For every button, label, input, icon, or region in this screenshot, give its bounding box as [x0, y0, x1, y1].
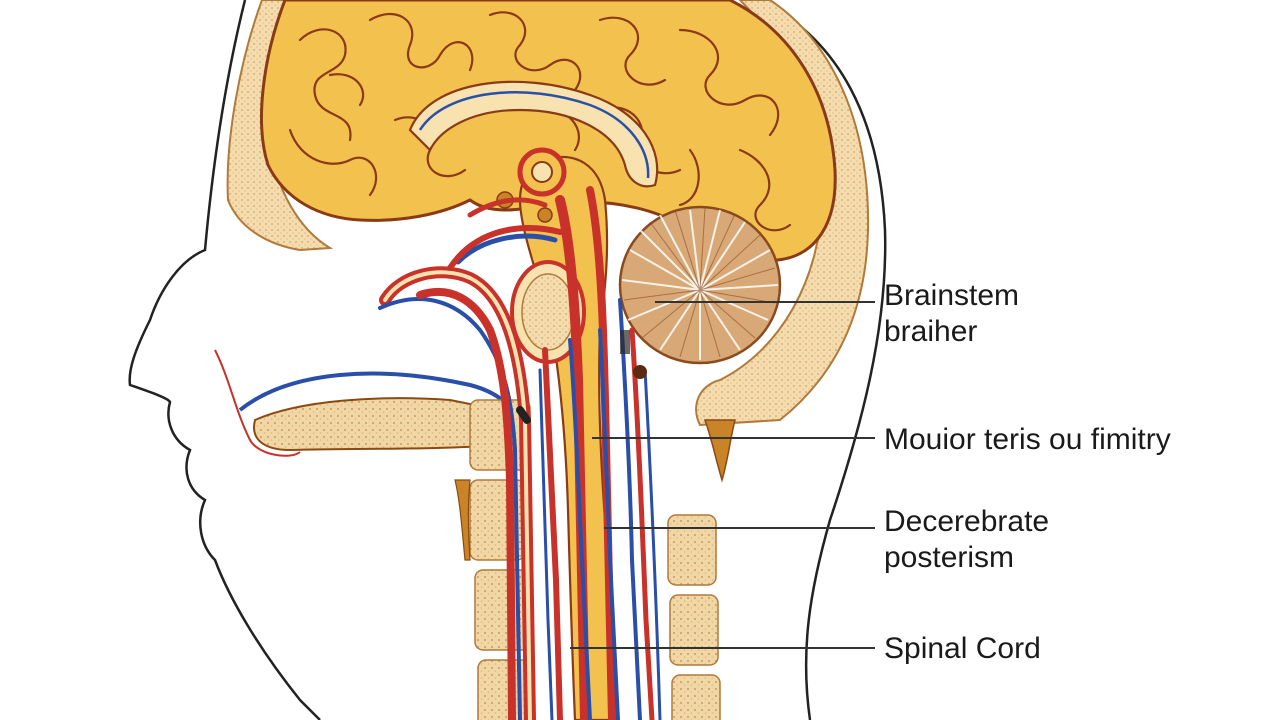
label-motor-line1: Mouior teris ou fimitry — [884, 423, 1171, 456]
head-outline — [128, 0, 321, 720]
cerebellum — [618, 205, 782, 365]
label-brainstem-line2: braiher — [884, 315, 978, 348]
callosal-vessel — [418, 91, 650, 179]
vessels — [378, 186, 662, 720]
hard-palate — [253, 397, 502, 452]
label-brainstem-line1: Brainstem — [884, 279, 1020, 312]
label-decerebrate: Decerebrate posterism — [884, 504, 1049, 576]
skull-base-drip — [703, 419, 736, 483]
label-decerebrate-line2: posterism — [884, 541, 1015, 574]
label-spinal-cord: Spinal Cord — [884, 631, 1041, 667]
label-brainstem: Brainstem braiher — [884, 278, 1019, 350]
label-spinal-cord-line1: Spinal Cord — [884, 632, 1041, 665]
nasal-floor — [214, 349, 301, 457]
back-head-outline — [759, 0, 887, 720]
leader-lines — [570, 301, 875, 649]
nasal-vessel — [238, 371, 517, 414]
fourth-ventricle — [633, 365, 647, 379]
label-motor: Mouior teris ou fimitry — [884, 422, 1171, 458]
label-decerebrate-line1: Decerebrate — [884, 505, 1050, 538]
